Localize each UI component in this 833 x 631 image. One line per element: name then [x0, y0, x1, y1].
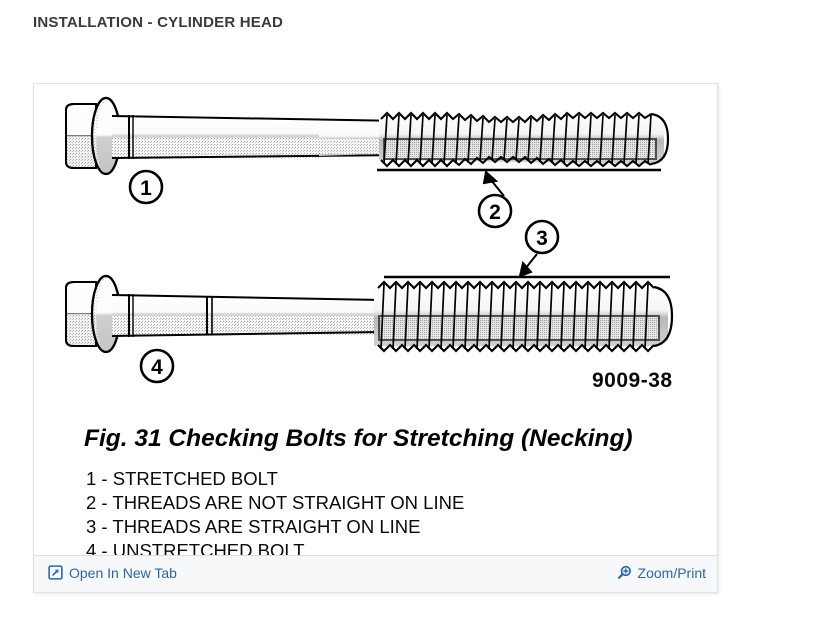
bolt-top-stretched	[65, 96, 670, 197]
legend-item: 3 - THREADS ARE STRAIGHT ON LINE	[86, 516, 420, 537]
part-number: 9009-38	[592, 369, 673, 392]
figure-image: 1 2 3	[34, 84, 717, 556]
zoom-print-button[interactable]: Zoom/Print	[617, 565, 706, 580]
callout-4: 4	[139, 348, 175, 384]
magnifier-plus-icon	[617, 565, 632, 580]
figure-caption: Fig. 31 Checking Bolts for Stretching (N…	[84, 425, 633, 452]
page-title: INSTALLATION - CYLINDER HEAD	[33, 14, 284, 31]
external-link-icon	[48, 565, 63, 580]
figure-card: 1 2 3	[33, 83, 718, 593]
leader-callout-3	[518, 253, 538, 278]
threads-bottom	[374, 280, 674, 353]
legend-item: 1 - STRETCHED BOLT	[86, 468, 278, 489]
bolt-bottom-unstretched	[65, 274, 674, 354]
legend-item: 2 - THREADS ARE NOT STRAIGHT ON LINE	[86, 492, 464, 513]
open-in-new-tab-label: Open In New Tab	[69, 564, 177, 581]
bolt-diagram: 1 2 3	[65, 96, 674, 556]
callout-3-label: 3	[536, 227, 548, 250]
callout-2: 2	[477, 193, 513, 229]
callout-3: 3	[518, 219, 560, 278]
callout-2-label: 2	[489, 201, 501, 224]
legend-item: 4 - UNSTRETCHED BOLT	[86, 540, 305, 556]
zoom-print-label: Zoom/Print	[637, 564, 706, 581]
open-in-new-tab-button[interactable]: Open In New Tab	[48, 565, 177, 580]
callout-1: 1	[128, 169, 164, 205]
callout-4-label: 4	[151, 356, 163, 379]
figure-legend: 1 - STRETCHED BOLT 2 - THREADS ARE NOT S…	[86, 468, 464, 556]
figure-action-bar: Open In New Tab Zoom/Print	[34, 555, 717, 592]
callout-1-label: 1	[140, 177, 152, 200]
threads-top	[379, 111, 670, 168]
leader-callout-2	[482, 170, 505, 197]
